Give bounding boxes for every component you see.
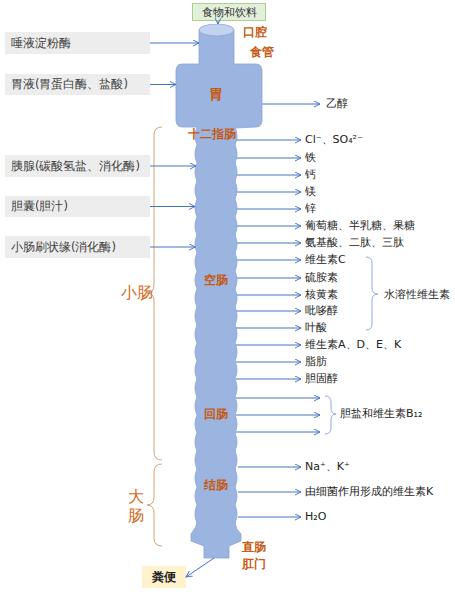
box-label: 唾液淀粉酶 bbox=[11, 36, 71, 51]
organ-label: 肛门 bbox=[242, 557, 266, 571]
organ-label: 十二指肠 bbox=[188, 127, 236, 141]
region-label: 大肠 bbox=[128, 487, 148, 525]
absorption-arrow bbox=[236, 260, 301, 261]
absorbed-substance: 铁 bbox=[305, 151, 316, 165]
absorption-arrow bbox=[236, 226, 301, 227]
curly-bracket bbox=[366, 257, 378, 330]
flow-arrow bbox=[150, 43, 199, 44]
absorbed-substance: 由细菌作用形成的维生素K bbox=[305, 485, 433, 499]
secretion-box: 胃液(胃蛋白酶、盐酸) bbox=[5, 74, 150, 95]
box-label: 粪便 bbox=[152, 569, 176, 586]
absorption-arrow bbox=[236, 278, 301, 279]
absorbed-substance: 叶酸 bbox=[305, 321, 327, 335]
absorption-arrow bbox=[236, 328, 301, 329]
absorption-arrow bbox=[236, 192, 301, 193]
absorbed-substance: 维生素C bbox=[305, 253, 346, 267]
absorption-arrow bbox=[236, 140, 301, 141]
absorption-arrow bbox=[236, 379, 301, 380]
organ-label: 食管 bbox=[250, 45, 274, 59]
organ-label: 直肠 bbox=[242, 540, 266, 554]
absorbed-substance: 葡萄糖、半乳糖、果糖 bbox=[305, 219, 415, 233]
absorption-arrow bbox=[236, 362, 301, 363]
absorbed-substance: 吡哆醇 bbox=[305, 304, 338, 318]
absorbed-substance: 钙 bbox=[305, 168, 316, 182]
secretion-box: 唾液淀粉酶 bbox=[5, 32, 150, 54]
absorption-arrow bbox=[236, 345, 301, 346]
flow-arrow bbox=[150, 84, 176, 85]
organ-label: 胃 bbox=[209, 87, 223, 101]
absorption-arrow bbox=[236, 415, 320, 416]
absorbed-substance: 乙醇 bbox=[326, 97, 348, 111]
region-label: 小肠 bbox=[121, 283, 153, 302]
secretion-box: 胰腺(碳酸氢盐、消化酶) bbox=[5, 155, 150, 177]
box-label: 胰腺(碳酸氢盐、消化酶) bbox=[11, 159, 140, 174]
absorbed-substance: 核黄素 bbox=[305, 288, 338, 302]
box-label: 胃液(胃蛋白酶、盐酸) bbox=[11, 77, 128, 92]
absorbed-substance: 水溶性维生素 bbox=[384, 288, 450, 302]
absorption-arrow bbox=[238, 517, 301, 518]
absorption-arrow bbox=[236, 158, 301, 159]
secretion-box: 小肠刷状缘(消化酶) bbox=[5, 236, 150, 258]
flow-arrow bbox=[150, 166, 196, 167]
absorption-arrow bbox=[236, 432, 320, 433]
flow-arrow bbox=[186, 558, 214, 577]
absorbed-substance: 硫胺素 bbox=[305, 271, 338, 285]
absorbed-substance: 维生素A、D、E、K bbox=[305, 338, 401, 352]
flow-arrow bbox=[150, 247, 195, 248]
absorption-arrow bbox=[262, 104, 320, 105]
left-brackets bbox=[147, 127, 162, 546]
absorbed-substance: 镁 bbox=[305, 185, 316, 199]
absorption-arrow bbox=[236, 311, 301, 312]
flow-arrow bbox=[150, 206, 195, 207]
absorbed-substance: Cl⁻、SO₄²⁻ bbox=[305, 133, 363, 147]
absorption-arrow bbox=[236, 175, 301, 176]
organ-label: 回肠 bbox=[204, 407, 228, 421]
mouth-opening bbox=[199, 24, 234, 36]
box-label: 食物和饮料 bbox=[202, 5, 257, 20]
absorption-arrow bbox=[238, 492, 301, 493]
absorbed-substance: 胆固醇 bbox=[305, 372, 338, 386]
tract-body bbox=[176, 30, 262, 558]
absorbed-substance: 氨基酸、二肽、三肽 bbox=[305, 236, 404, 250]
absorption-arrow bbox=[236, 209, 301, 210]
absorbed-substance: Na⁺、K⁺ bbox=[305, 460, 350, 474]
secretion-box: 胆囊(胆汁) bbox=[5, 196, 150, 217]
absorption-arrow bbox=[236, 243, 301, 244]
organ-label: 口腔 bbox=[243, 25, 267, 39]
input-box: 食物和饮料 bbox=[192, 3, 266, 21]
digestive-tract: 口腔食管胃十二指肠空肠回肠结肠直肠肛门 bbox=[170, 24, 290, 573]
absorbed-substance: 锌 bbox=[305, 202, 316, 216]
curly-bracket bbox=[147, 464, 162, 546]
absorbed-substance: 脂肪 bbox=[305, 355, 327, 369]
organ-label: 空肠 bbox=[204, 273, 228, 287]
flow-arrow bbox=[218, 21, 219, 24]
curly-bracket bbox=[325, 396, 336, 434]
absorbed-substance: 胆盐和维生素B₁₂ bbox=[340, 407, 422, 421]
absorption-arrow bbox=[236, 398, 320, 399]
tract-outline bbox=[170, 24, 290, 573]
absorbed-substance: H₂O bbox=[305, 510, 326, 524]
absorption-arrow bbox=[238, 467, 301, 468]
organ-label: 结肠 bbox=[204, 478, 228, 492]
box-label: 胆囊(胆汁) bbox=[11, 199, 68, 214]
output-box: 粪便 bbox=[142, 566, 186, 588]
absorption-arrow bbox=[236, 295, 301, 296]
box-label: 小肠刷状缘(消化酶) bbox=[11, 240, 116, 255]
